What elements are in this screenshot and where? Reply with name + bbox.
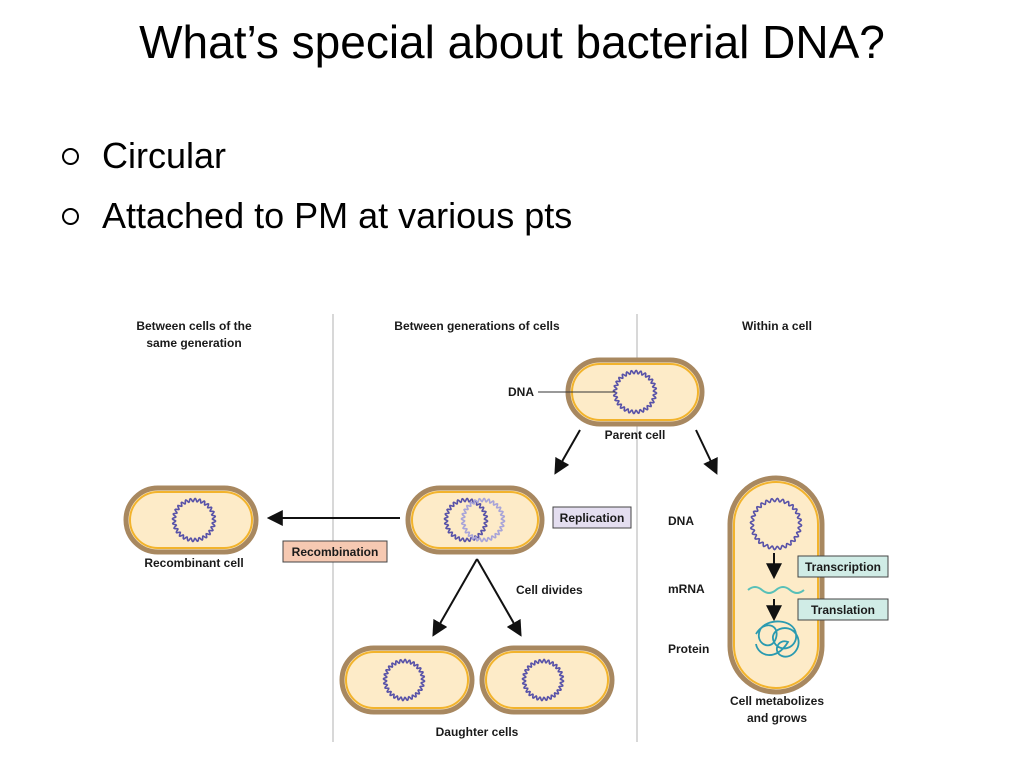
arrow-to-replication [554,429,581,475]
arrow-to-daughter-right [476,558,522,637]
bacterial-dna-diagram: Between cells of the same generation Bet… [123,314,889,742]
recombination-box: Recombination [282,540,388,563]
arrow-to-daughter-left [432,558,478,637]
translation-box: Translation [797,598,889,621]
header-middle: Between generations of cells [394,319,560,333]
hollow-circle-bullet-icon [62,148,79,165]
daughter-cell [479,645,615,715]
header-left-line2: same generation [146,336,241,350]
metabolizes-label-line1: Cell metabolizes [730,694,824,708]
replication-label: Replication [560,511,625,525]
bullet-list: Circular Attached to PM at various pts [62,126,572,246]
header-right: Within a cell [742,319,812,333]
recombinant-cell [123,485,259,555]
transcription-label: Transcription [805,560,881,574]
slide-title: What’s special about bacterial DNA? [139,16,885,68]
bullet-text: Attached to PM at various pts [102,195,573,236]
metabolizes-label-line2: and grows [747,711,807,725]
dna-ring [171,497,217,543]
header-left-line1: Between cells of the [136,319,252,333]
cell-divides-label: Cell divides [516,583,583,597]
daughter-cell [339,645,475,715]
replicating-cell [405,485,545,555]
recombination-label: Recombination [292,545,379,559]
recombinant-cell-label: Recombinant cell [144,556,243,570]
dna-ring [521,658,565,702]
dna-ring [749,497,803,551]
replication-box: Replication [552,506,632,529]
dna-ring [460,497,506,543]
arrow-to-within-cell [695,429,718,475]
transcription-box: Transcription [797,555,889,578]
mrna-strand [747,586,805,594]
translation-label: Translation [811,603,875,617]
bullet-text: Circular [102,135,227,176]
dna-row-label: DNA [668,514,694,528]
protein-row-label: Protein [668,642,709,656]
daughter-cells-label: Daughter cells [436,725,519,739]
dna-label: DNA [508,385,534,399]
bullet-item: Attached to PM at various pts [62,186,572,246]
hollow-circle-bullet-icon [62,208,79,225]
mrna-row-label: mRNA [668,582,705,596]
dna-ring [382,658,426,702]
bullet-item: Circular [62,126,572,186]
protein-coil [755,620,800,658]
parent-cell-label: Parent cell [605,428,666,442]
growing-cell [727,475,825,695]
